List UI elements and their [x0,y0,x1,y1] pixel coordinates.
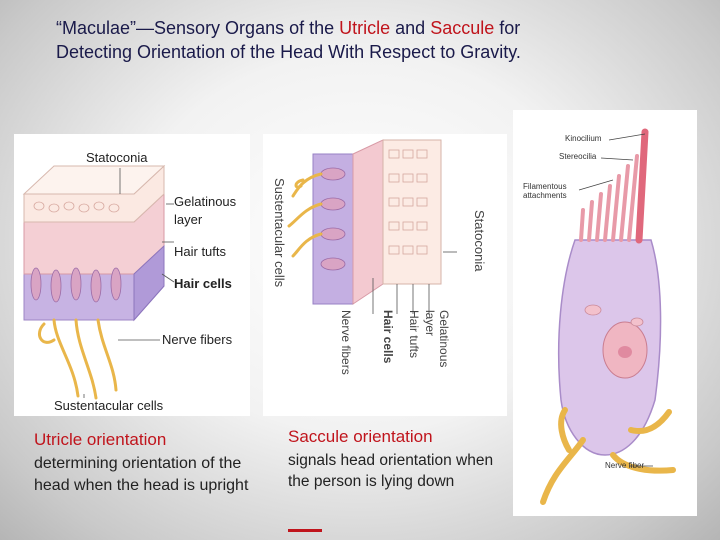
title-line2: Detecting Orientation of the Head With R… [56,42,521,62]
label-nerve-fibers: Nerve fibers [162,332,233,347]
label-hair-cells-vertical: Hair cells [381,310,395,364]
saccule-macula-figure: Sustentacular cells Statoconia Gelatinou… [263,134,507,416]
label-gelatinous-vertical: Gelatinous [437,310,451,368]
saccule-macula-illustration [287,139,457,314]
label-hair-tufts: Hair tufts [174,244,227,259]
label-sustentacular-cells-vertical: Sustentacular cells [272,178,287,288]
label-filamentous: Filamentous [523,182,567,191]
label-sustentacular-cells: Sustentacular cells [54,398,164,413]
saccule-orientation-text: signals head orientation when the person… [288,452,494,490]
utricle-orientation-text: determining orientation of the head when… [34,455,249,494]
utricle-orientation-heading: Utricle orientation [34,430,167,449]
label-hair-tufts-vertical: Hair tufts [407,310,421,359]
label-gelatinous: Gelatinous [174,194,237,209]
title-prefix: “Maculae”—Sensory Organs of the [56,18,340,38]
utricle-macula-illustration [22,164,175,400]
utricle-macula-figure: Statoconia Gelatinous layer Hair tufts H… [14,134,250,416]
label-statoconia-vertical: Statoconia [472,210,487,272]
title-and: and [390,18,431,38]
label-attachments: attachments [523,191,567,200]
saccule-orientation-heading: Saccule orientation [288,427,433,446]
label-stereocilia: Stereocilia [559,152,597,161]
label-nerve-fibers-vertical: Nerve fibers [339,310,353,375]
slide-title: “Maculae”—Sensory Organs of the Utricle … [56,16,676,64]
label-layer: layer [174,212,203,227]
title-suffix: for [494,18,521,38]
label-layer-vertical: layer [423,310,437,337]
label-nerve-fiber: Nerve fiber [605,461,645,470]
red-underline-mark [288,529,322,532]
hair-cell-illustration [540,128,676,505]
hair-cell-detail-figure: Kinocilium Stereocilia Filamentous attac… [513,110,697,516]
label-statoconia: Statoconia [86,150,148,165]
label-hair-cells: Hair cells [174,276,232,291]
title-saccule: Saccule [430,18,495,38]
title-utricle: Utricle [339,18,391,38]
label-kinocilium: Kinocilium [565,134,602,143]
